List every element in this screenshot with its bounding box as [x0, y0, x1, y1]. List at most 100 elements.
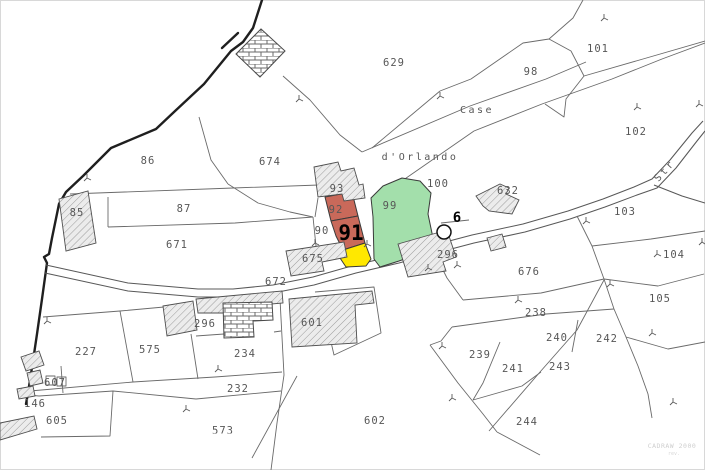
building — [486, 233, 507, 252]
parcel-label-675: 675 — [302, 253, 324, 265]
witness-mark — [424, 264, 433, 272]
boundary-line — [429, 344, 498, 433]
parcel-label-240: 240 — [546, 332, 568, 344]
witness-mark — [669, 398, 678, 406]
parcel-boundaries — [17, 0, 705, 470]
parcel-label-573-clipped: 573 — [212, 425, 234, 437]
boundary-line — [385, 42, 705, 193]
witness-mark — [653, 250, 662, 258]
parcel-label-296a: 296 — [437, 249, 459, 261]
boundary-line — [496, 431, 541, 456]
small-structure — [56, 376, 67, 387]
parcel-label-232: 232 — [227, 383, 249, 395]
road-hatch-band — [0, 415, 38, 441]
parcel-label-671: 671 — [166, 239, 188, 251]
parcel-label-100: 100 — [427, 178, 449, 190]
boundary-line — [591, 230, 705, 247]
witness-mark — [698, 238, 705, 246]
witness-mark — [606, 280, 615, 288]
boundary-line — [583, 40, 705, 77]
boundary-line — [488, 279, 605, 432]
boundary-line — [429, 326, 453, 346]
place-label-case: Case — [460, 105, 494, 116]
boundary-line — [190, 333, 199, 380]
parcel-label-601: 601 — [301, 317, 323, 329]
boundary-line — [107, 216, 314, 228]
building — [20, 350, 45, 372]
boundary-line — [312, 216, 317, 247]
building — [26, 369, 44, 387]
survey-point-icon — [436, 224, 452, 240]
watermark: CADRAW 2000 rev. — [648, 442, 697, 457]
parcel-label-99: 99 — [383, 200, 398, 212]
parcel-label-296b: 296 — [194, 318, 216, 330]
witness-mark — [438, 342, 447, 350]
parcel-label-227: 227 — [75, 346, 97, 358]
boundary-line — [625, 336, 705, 350]
parcel-label-103: 103 — [614, 206, 636, 218]
building — [162, 300, 198, 337]
parcel-label-607: 607 — [44, 377, 66, 389]
building — [475, 183, 520, 215]
parcel-label-104: 104 — [663, 249, 685, 261]
witness-marks — [43, 14, 705, 413]
boundary-line — [119, 310, 134, 383]
witness-mark — [436, 92, 445, 100]
witness-mark — [600, 14, 609, 22]
place-label-dorlando: d'Orlando — [382, 152, 459, 163]
parcel-label-243: 243 — [549, 361, 571, 373]
boundary-line — [440, 219, 470, 224]
boundary-line — [195, 390, 282, 400]
watermark-line2: rev. — [668, 451, 680, 457]
boundary-line — [472, 371, 542, 401]
parcel-label-602: 602 — [364, 415, 386, 427]
building — [313, 161, 366, 202]
boundary-line — [227, 183, 314, 218]
boundary-line — [40, 390, 114, 438]
boundary-line — [220, 31, 240, 50]
witness-mark — [295, 95, 304, 103]
witness-mark — [582, 217, 591, 225]
parcel-label-605: 605 — [46, 415, 68, 427]
road-edge — [45, 120, 704, 290]
parcel-label-86: 86 — [141, 155, 156, 167]
parcel-label-674: 674 — [259, 156, 281, 168]
boundary-line — [544, 38, 585, 118]
witness-mark — [648, 329, 657, 337]
parcel-label-676: 676 — [518, 266, 540, 278]
parcel-label-146: 146 — [24, 398, 46, 410]
building — [58, 190, 97, 252]
wall-brick — [222, 301, 274, 339]
witness-mark — [453, 261, 462, 269]
parcel-label-234: 234 — [234, 348, 256, 360]
parcel-label-239: 239 — [469, 349, 491, 361]
witness-mark — [363, 240, 372, 248]
witness-mark — [182, 405, 191, 413]
witness-mark — [43, 317, 52, 325]
parcel-label-98: 98 — [524, 66, 539, 78]
parcel-label-87: 87 — [177, 203, 192, 215]
boundary-line — [462, 278, 605, 301]
witness-mark — [448, 394, 457, 402]
boundary-line — [314, 197, 319, 218]
parcel-label-241: 241 — [502, 363, 524, 375]
boundary-line — [42, 306, 165, 318]
witness-mark — [695, 100, 704, 108]
boundary-line — [214, 371, 283, 378]
boundary-line — [451, 308, 615, 328]
watermark-line1: CADRAW 2000 — [648, 442, 697, 450]
parcel-label-105: 105 — [649, 293, 671, 305]
small-structure — [45, 375, 56, 386]
boundary-line — [282, 75, 363, 153]
parcel-label-90: 90 — [315, 225, 330, 237]
wall-brick — [235, 28, 286, 78]
parcel-label-102: 102 — [625, 126, 647, 138]
boundary-line — [60, 365, 64, 394]
parcel-labels: 629 101 98 Case 102 86 674 d'Orlando Str… — [24, 43, 685, 437]
building — [16, 385, 36, 400]
street-label: Str — [652, 158, 677, 184]
parcel-label-242: 242 — [596, 333, 618, 345]
parcel-label-93: 93 — [330, 183, 345, 195]
parcel-label-92: 92 — [329, 204, 344, 216]
